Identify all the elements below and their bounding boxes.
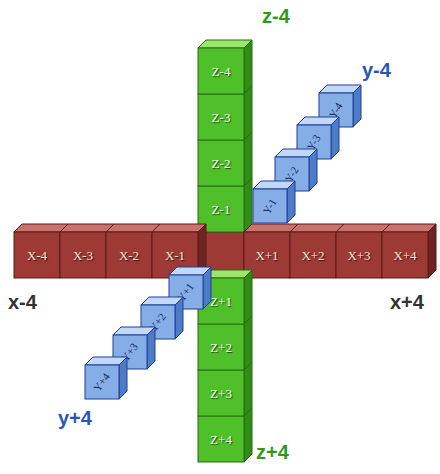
cube-label: Z-1: [212, 203, 231, 216]
axis-end-label: z-4: [262, 6, 290, 26]
cube-label: X-1: [165, 249, 185, 262]
cube-top-face: [106, 224, 160, 232]
cube-front-face: [85, 365, 119, 399]
cube-side-face: [309, 149, 317, 191]
cube-side-face: [147, 327, 155, 369]
cube-top-face: [152, 224, 206, 232]
cube-label: X+4: [393, 249, 416, 262]
cube-side-face: [428, 224, 436, 278]
cube-label: X+3: [347, 249, 370, 262]
cube-label: X-3: [73, 249, 93, 262]
z-axis-cube: Z-3: [198, 94, 244, 140]
cube-front-face: [198, 140, 244, 186]
cube-label: X-2: [119, 249, 139, 262]
cube-top-face: [198, 132, 252, 140]
cube-front-face: [336, 232, 382, 278]
axis-end-label: y+4: [58, 408, 92, 428]
cube-top-face: [336, 224, 390, 232]
cube-side-face: [331, 117, 339, 159]
cube-side-face: [244, 40, 252, 94]
axis-end-text: z+4: [256, 441, 289, 463]
cube-label: Z-4: [212, 65, 231, 78]
cube-top-face: [198, 178, 252, 186]
axis-end-label: x+4: [390, 292, 424, 312]
axis-end-label: y-4: [362, 60, 391, 80]
cube-front-face: [198, 416, 244, 462]
cube-side-face: [244, 316, 252, 370]
x-axis-cube: X+2: [290, 232, 336, 278]
cube-side-face: [287, 181, 295, 223]
cube-top-face: [290, 224, 344, 232]
cube-front-face: [382, 232, 428, 278]
cube-front-face: [60, 232, 106, 278]
x-axis-cube: X+3: [336, 232, 382, 278]
cube-top-face: [198, 408, 252, 416]
cube-label: Z-2: [212, 157, 231, 170]
axis-end-label: x-4: [8, 292, 37, 312]
cube-front-face: [290, 232, 336, 278]
cube-top-face: [14, 224, 68, 232]
cube-front-face: [106, 232, 152, 278]
cube-front-face: [198, 370, 244, 416]
cube-side-face: [119, 357, 127, 399]
x-axis-cube: X-3: [60, 232, 106, 278]
cube-side-face: [175, 297, 183, 339]
z-axis-cube: Z+4: [198, 416, 244, 462]
x-axis-cube: X-4: [14, 232, 60, 278]
cube-front-face: [198, 94, 244, 140]
z-axis-cube: Z+3: [198, 370, 244, 416]
axis-end-text: y+4: [58, 407, 92, 429]
cube-front-face: [14, 232, 60, 278]
cube-side-face: [353, 85, 361, 127]
cube-front-face: [253, 189, 287, 223]
cube-side-face: [244, 178, 252, 232]
cube-side-face: [244, 86, 252, 140]
cube-top-face: [60, 224, 114, 232]
cube-label: Z+2: [210, 341, 232, 354]
cube-side-face: [244, 270, 252, 324]
cube-front-face: [198, 48, 244, 94]
cube-label: X+2: [301, 249, 324, 262]
z-axis-cube: Z+2: [198, 324, 244, 370]
cube-label: Z+3: [210, 387, 232, 400]
cube-side-face: [203, 267, 211, 309]
x-axis-cube: X+4: [382, 232, 428, 278]
axis-end-text: x-4: [8, 291, 37, 313]
cube-top-face: [382, 224, 436, 232]
axis-end-text: z-4: [262, 5, 290, 27]
cube-side-face: [244, 132, 252, 186]
cube-front-face: [198, 324, 244, 370]
cube-label: Z-3: [212, 111, 231, 124]
axis-end-text: y-4: [362, 59, 391, 81]
cube-top-face: [198, 86, 252, 94]
cube-top-face: [198, 316, 252, 324]
y-axis-cube: Y+4: [85, 365, 119, 399]
cube-top-face: [198, 362, 252, 370]
cube-top-face: [244, 224, 298, 232]
y-axis-cube: Y-1: [253, 189, 287, 223]
cube-label: Z+1: [210, 295, 232, 308]
z-axis-cube: Z-4: [198, 48, 244, 94]
cube-top-face: [198, 40, 252, 48]
cube-label: X+1: [255, 249, 278, 262]
cube-label: Z+4: [210, 433, 232, 446]
axis-end-label: z+4: [256, 442, 289, 462]
z-axis-cube: Z-2: [198, 140, 244, 186]
axis-end-text: x+4: [390, 291, 424, 313]
cube-side-face: [244, 408, 252, 462]
cube-side-face: [244, 362, 252, 416]
cube-label: X-4: [27, 249, 47, 262]
x-axis-cube: X-2: [106, 232, 152, 278]
